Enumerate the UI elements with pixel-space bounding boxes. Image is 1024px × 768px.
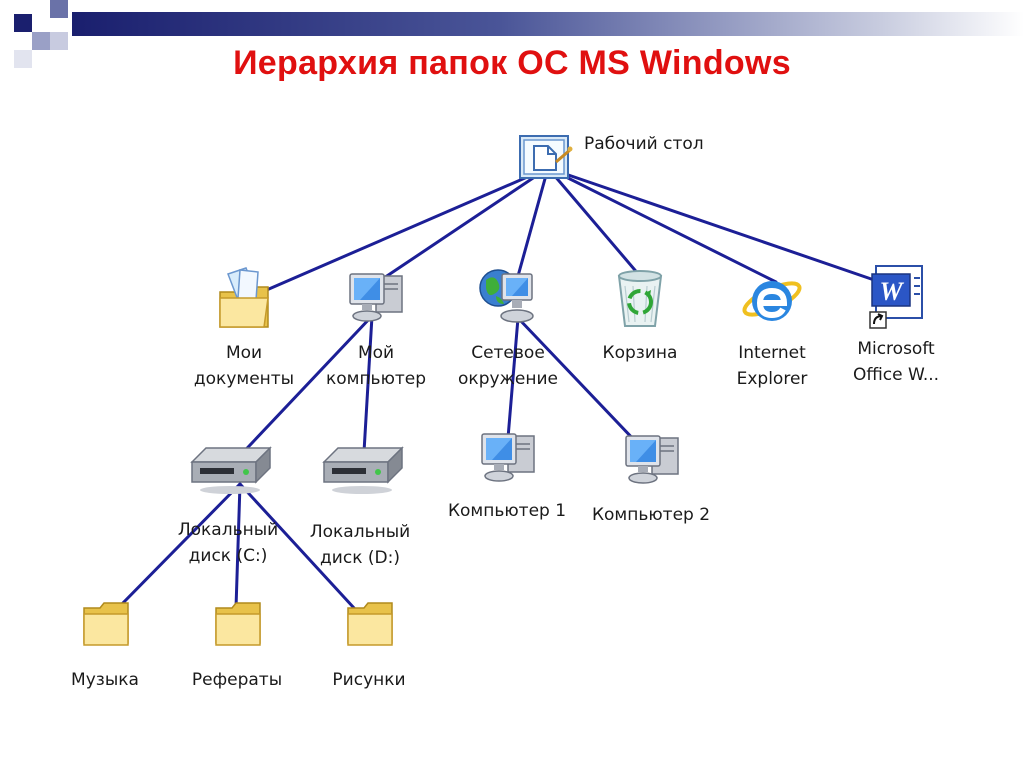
- header-gradient-bar: [72, 12, 1024, 36]
- connector-diskc-pictures: [238, 482, 356, 610]
- svg-text:W: W: [879, 277, 904, 306]
- node-label-reports: Рефераты: [191, 670, 283, 690]
- internet-explorer-icon: [742, 281, 802, 321]
- decor-square: [32, 32, 50, 50]
- connector-desktop-recycle: [546, 166, 642, 278]
- connector-desktop-mydocs: [260, 166, 550, 294]
- node-label-my-documents: Мои документы: [193, 343, 295, 389]
- computer-icon: [481, 433, 535, 482]
- node-label-music: Музыка: [71, 670, 139, 690]
- node-label-disk-d: Локальный диск (D:): [309, 522, 411, 568]
- word-shortcut-icon: W: [869, 265, 923, 329]
- node-label-computer-1: Компьютер 1: [447, 501, 567, 521]
- computer-icon: [625, 435, 679, 484]
- recycle-bin-icon: [617, 270, 663, 327]
- folder-icon: [83, 602, 129, 646]
- node-label-internet-explorer: Internet Explorer: [736, 343, 808, 389]
- decor-square: [14, 50, 32, 68]
- decor-square: [50, 32, 68, 50]
- folder-icon: [215, 602, 261, 646]
- node-label-desktop: Рабочий стол: [584, 134, 704, 154]
- connector-desktop-word: [546, 166, 882, 284]
- hard-drive-icon: [190, 446, 272, 494]
- connector-network-comp2: [516, 316, 640, 446]
- connector-diskc-music: [116, 482, 242, 610]
- connector-desktop-network: [516, 166, 550, 278]
- folder-icon: [347, 602, 393, 646]
- connector-mycomp-diskc: [232, 314, 374, 464]
- network-globe-icon: [479, 269, 534, 323]
- connector-desktop-ie: [546, 166, 778, 284]
- connector-desktop-mycomp: [376, 166, 550, 284]
- hard-drive-icon: [322, 446, 404, 494]
- node-label-disk-c: Локальный диск (C:): [177, 520, 279, 566]
- desktop-icon: [519, 135, 573, 179]
- node-label-my-computer: Мой компьютер: [325, 343, 427, 389]
- computer-icon: [349, 273, 403, 322]
- node-label-recycle-bin: Корзина: [602, 343, 678, 363]
- connector-mycomp-diskd: [362, 314, 374, 454]
- node-label-pictures: Рисунки: [332, 670, 406, 690]
- connector-network-comp1: [506, 316, 520, 440]
- node-label-computer-2: Компьютер 2: [591, 505, 711, 525]
- node-label-word: Microsoft Office W...: [852, 339, 940, 385]
- slide-title: Иерархия папок ОС MS Windows: [233, 44, 791, 82]
- node-label-network: Сетевое окружение: [458, 343, 558, 389]
- folder-documents-icon: [219, 267, 269, 328]
- connector-diskc-reports: [234, 482, 242, 610]
- decor-square: [50, 0, 68, 18]
- decor-square: [14, 14, 32, 32]
